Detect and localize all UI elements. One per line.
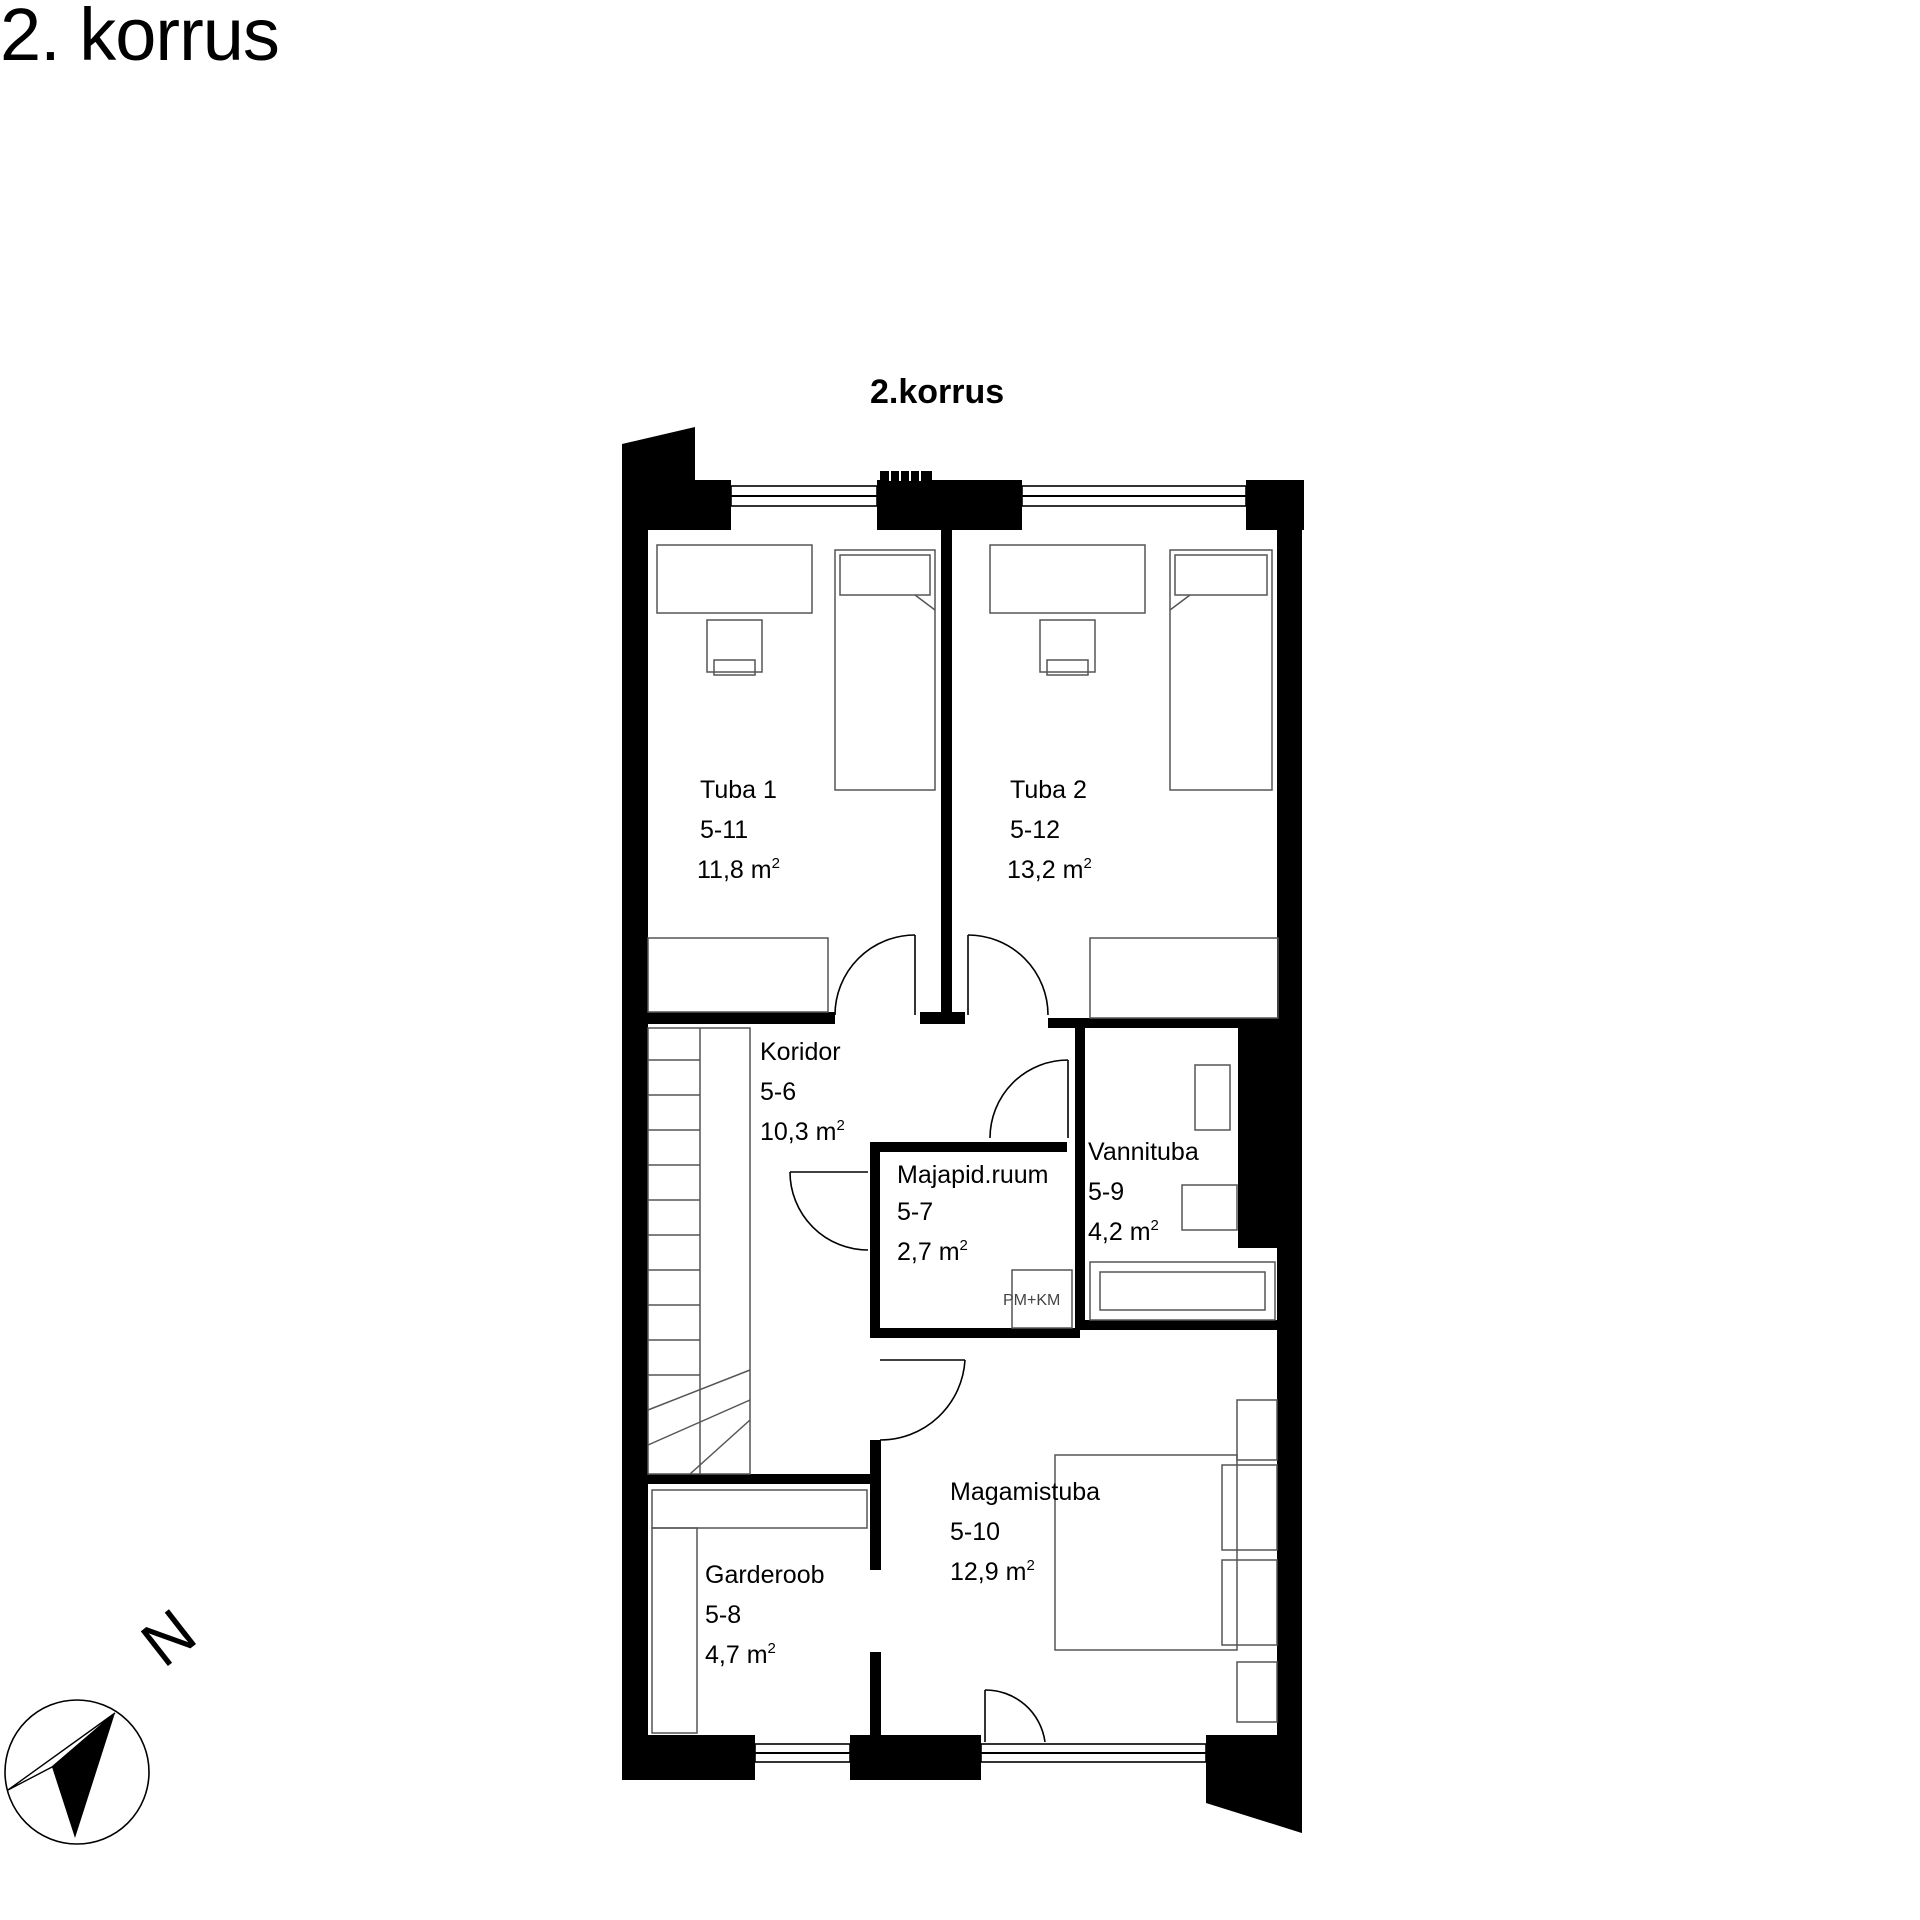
svg-text:4,7 m2: 4,7 m2 xyxy=(705,1640,776,1669)
svg-text:11,8 m2: 11,8 m2 xyxy=(697,855,780,884)
svg-text:10,3 m2: 10,3 m2 xyxy=(760,1117,845,1146)
room-area: 12,9 m xyxy=(950,1558,1026,1586)
room-area: 2,7 m xyxy=(897,1238,960,1266)
room-area: 4,7 m xyxy=(705,1641,768,1669)
room-code: 5-10 xyxy=(950,1518,1000,1546)
doors xyxy=(789,934,1069,1743)
room-code: 5-6 xyxy=(760,1078,796,1106)
room-label-koridor: Koridor 5-6 10,3 m2 xyxy=(760,1038,845,1146)
area-unit-sup: 2 xyxy=(768,1640,776,1657)
north-arrow: N xyxy=(4,1595,209,1845)
room-label-magamistuba: Magamistuba 5-10 12,9 m2 xyxy=(950,1478,1100,1586)
room-area: 11,8 m xyxy=(697,856,772,884)
room-area: 10,3 m xyxy=(760,1118,836,1146)
room-name: Koridor xyxy=(760,1038,841,1066)
page-title: 2. korrus xyxy=(0,0,280,76)
svg-text:12,9 m2: 12,9 m2 xyxy=(950,1557,1035,1586)
room-code: 5-11 xyxy=(700,816,748,844)
room-name: Majapid.ruum xyxy=(897,1161,1048,1189)
plan-title: 2.korrus xyxy=(870,373,1004,411)
room-label-majapid: Majapid.ruum 5-7 2,7 m2 PM+KM xyxy=(897,1161,1060,1309)
room-label-garderoob: Garderoob 5-8 4,7 m2 xyxy=(705,1561,825,1669)
svg-text:4,2 m2: 4,2 m2 xyxy=(1088,1217,1159,1246)
room-name: Tuba 2 xyxy=(1010,776,1087,804)
walls xyxy=(622,427,1304,1833)
room-label-tuba1: Tuba 1 5-11 11,8 m2 xyxy=(697,776,780,884)
area-unit-sup: 2 xyxy=(1083,855,1091,872)
room-name: Garderoob xyxy=(705,1561,825,1589)
room-name: Vannituba xyxy=(1088,1138,1199,1166)
area-unit-sup: 2 xyxy=(1151,1217,1159,1234)
area-unit-sup: 2 xyxy=(772,855,780,872)
room-name: Tuba 1 xyxy=(700,776,777,804)
room-code: 5-12 xyxy=(1010,816,1060,844)
svg-text:2,7 m2: 2,7 m2 xyxy=(897,1237,968,1266)
room-code: 5-7 xyxy=(897,1198,933,1226)
area-unit-sup: 2 xyxy=(1026,1557,1034,1574)
windows xyxy=(730,471,1247,1763)
room-code: 5-8 xyxy=(705,1601,741,1629)
furniture xyxy=(647,544,1279,1734)
room-label-vannituba: Vannituba 5-9 4,2 m2 xyxy=(1088,1138,1199,1246)
room-area: 13,2 m xyxy=(1007,856,1083,884)
svg-text:13,2 m2: 13,2 m2 xyxy=(1007,855,1092,884)
room-label-tuba2: Tuba 2 5-12 13,2 m2 xyxy=(1007,776,1092,884)
room-area: 4,2 m xyxy=(1088,1218,1151,1246)
room-code: 5-9 xyxy=(1088,1178,1124,1206)
room-name: Magamistuba xyxy=(950,1478,1100,1506)
area-unit-sup: 2 xyxy=(836,1117,844,1134)
appliance-label: PM+KM xyxy=(1003,1292,1060,1309)
area-unit-sup: 2 xyxy=(960,1237,968,1254)
north-label: N xyxy=(128,1595,209,1680)
